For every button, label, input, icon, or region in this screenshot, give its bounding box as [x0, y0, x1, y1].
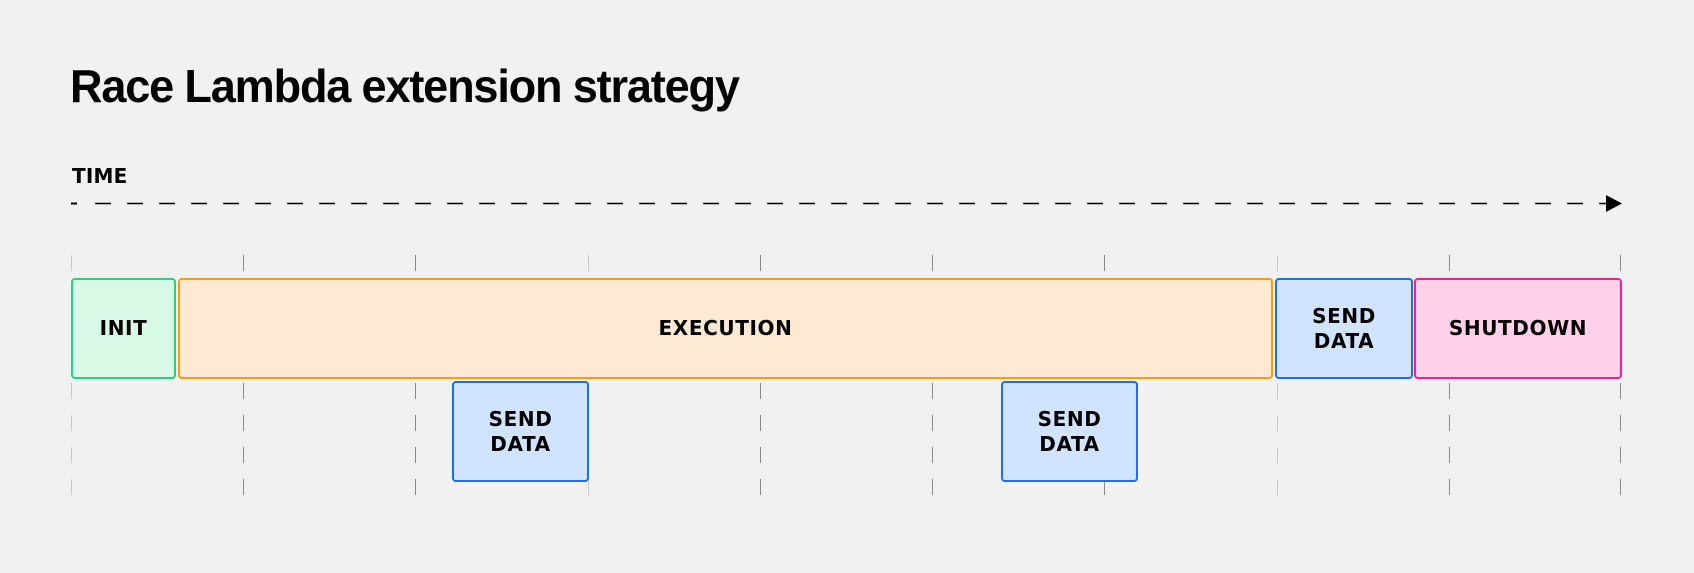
time-axis-label: TIME [72, 164, 128, 188]
phase-shutdown-label: SHUTDOWN [1448, 316, 1588, 340]
phase-send-data-2-line2: DATA [1039, 431, 1100, 456]
time-axis [71, 195, 1622, 212]
phase-init-label: INIT [99, 316, 148, 340]
phase-send-data-final-line1: SEND [1312, 303, 1376, 328]
phase-send-data-1-line2: DATA [490, 431, 551, 456]
phase-send-data-2-line1: SEND [1037, 406, 1102, 431]
phase-send-data-2: SEND DATA [1001, 381, 1138, 482]
phase-send-data-1: SEND DATA [452, 381, 589, 482]
phase-init: INIT [71, 278, 176, 379]
phase-send-data-final: SEND DATA [1275, 278, 1413, 379]
phase-execution: EXECUTION [178, 278, 1273, 379]
arrow-right-icon [1606, 195, 1622, 212]
phase-send-data-1-line1: SEND [488, 406, 553, 431]
phase-execution-label: EXECUTION [658, 316, 793, 340]
phase-shutdown: SHUTDOWN [1414, 278, 1622, 379]
diagram-title: Race Lambda extension strategy [70, 60, 740, 112]
phase-send-data-final-line2: DATA [1313, 328, 1375, 353]
